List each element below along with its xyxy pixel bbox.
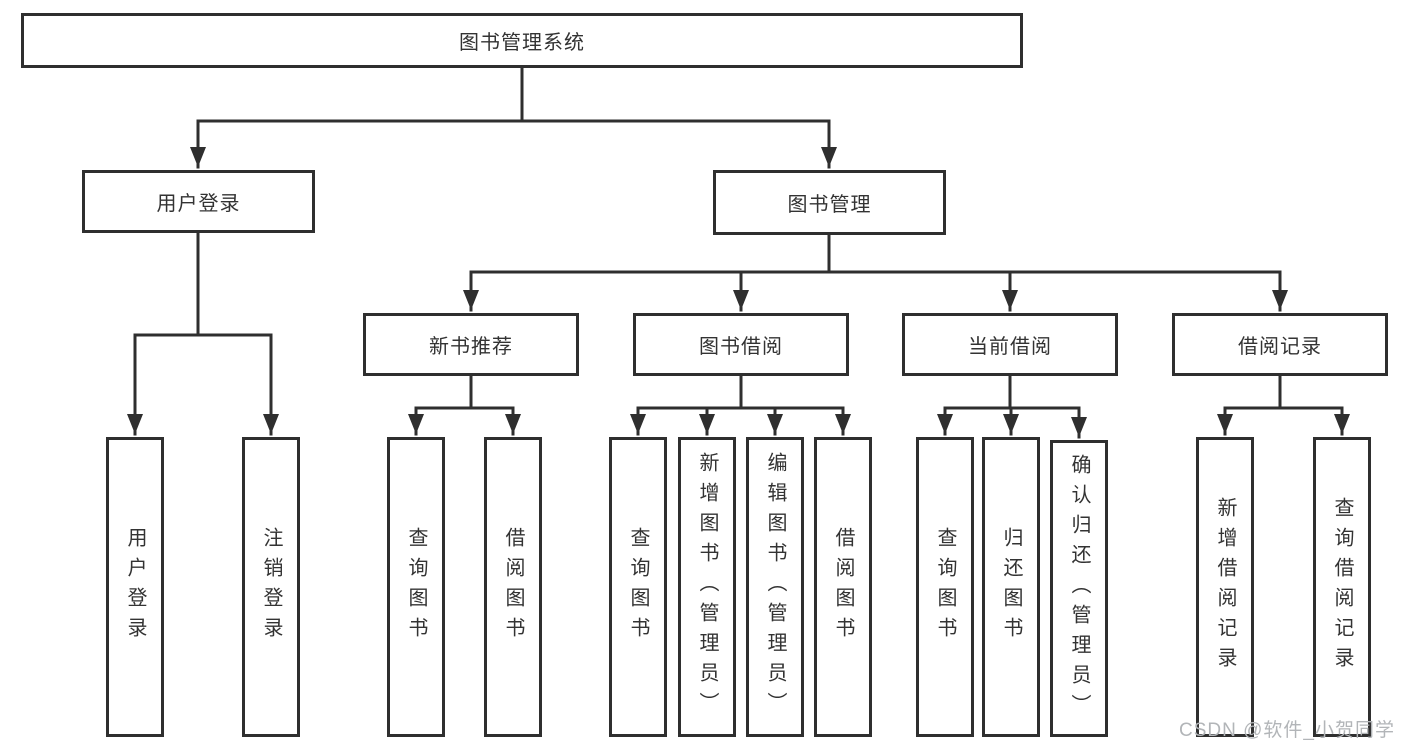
node-label: 确认归还（管理员） <box>1068 453 1090 724</box>
connector-new-book-recommendation <box>408 374 521 436</box>
node-br-query-record: 查询借阅记录 <box>1313 437 1371 737</box>
node-label: 编辑图书（管理员） <box>764 452 786 722</box>
node-bb-edit-books-admin: 编辑图书（管理员） <box>746 437 804 737</box>
node-cb-confirm-return-admin: 确认归还（管理员） <box>1050 440 1108 737</box>
node-bb-add-books-admin: 新增图书（管理员） <box>678 437 736 737</box>
node-book-borrowing: 图书借阅 <box>633 313 849 376</box>
connector-book-borrowing <box>630 374 851 436</box>
node-label: 归还图书 <box>1000 527 1022 647</box>
node-label: 借阅图书 <box>502 527 524 647</box>
node-label: 借阅图书 <box>832 527 854 647</box>
connector-user-login <box>127 231 279 436</box>
connector-root <box>190 66 837 169</box>
node-label: 注销登录 <box>260 527 282 647</box>
node-library-system: 图书管理系统 <box>21 13 1023 68</box>
node-label: 查询图书 <box>405 527 427 647</box>
node-label: 图书管理系统 <box>459 32 585 54</box>
connector-book-management <box>463 233 1288 312</box>
node-new-book-recommendation: 新书推荐 <box>363 313 579 376</box>
node-label: 查询图书 <box>934 527 956 647</box>
node-borrowing-records: 借阅记录 <box>1172 313 1388 376</box>
node-logout: 注销登录 <box>242 437 300 737</box>
node-nbr-borrow-books: 借阅图书 <box>484 437 542 737</box>
node-label: 查询借阅记录 <box>1331 497 1353 677</box>
node-bb-query-books: 查询图书 <box>609 437 667 737</box>
node-label: 新增图书（管理员） <box>696 452 718 722</box>
node-nbr-query-books: 查询图书 <box>387 437 445 737</box>
node-login: 用户登录 <box>106 437 164 737</box>
connector-borrowing-records <box>1217 374 1350 436</box>
node-label: 查询图书 <box>627 527 649 647</box>
node-label: 新增借阅记录 <box>1214 497 1236 677</box>
node-label: 用户登录 <box>124 527 146 647</box>
node-label: 图书借阅 <box>699 336 783 358</box>
node-label: 当前借阅 <box>968 336 1052 358</box>
node-label: 借阅记录 <box>1238 336 1322 358</box>
node-current-borrowing: 当前借阅 <box>902 313 1118 376</box>
node-cb-query-books: 查询图书 <box>916 437 974 737</box>
node-label: 图书管理 <box>787 194 872 216</box>
node-label: 用户登录 <box>156 193 241 215</box>
node-label: 新书推荐 <box>429 336 513 358</box>
node-user-login: 用户登录 <box>82 170 315 233</box>
node-bb-borrow-books: 借阅图书 <box>814 437 872 737</box>
node-book-management: 图书管理 <box>713 170 946 235</box>
connector-current-borrowing <box>937 374 1087 439</box>
watermark: CSDN @软件_小贺同学 <box>1179 720 1395 741</box>
node-cb-return-books: 归还图书 <box>982 437 1040 737</box>
node-br-add-record: 新增借阅记录 <box>1196 437 1254 737</box>
